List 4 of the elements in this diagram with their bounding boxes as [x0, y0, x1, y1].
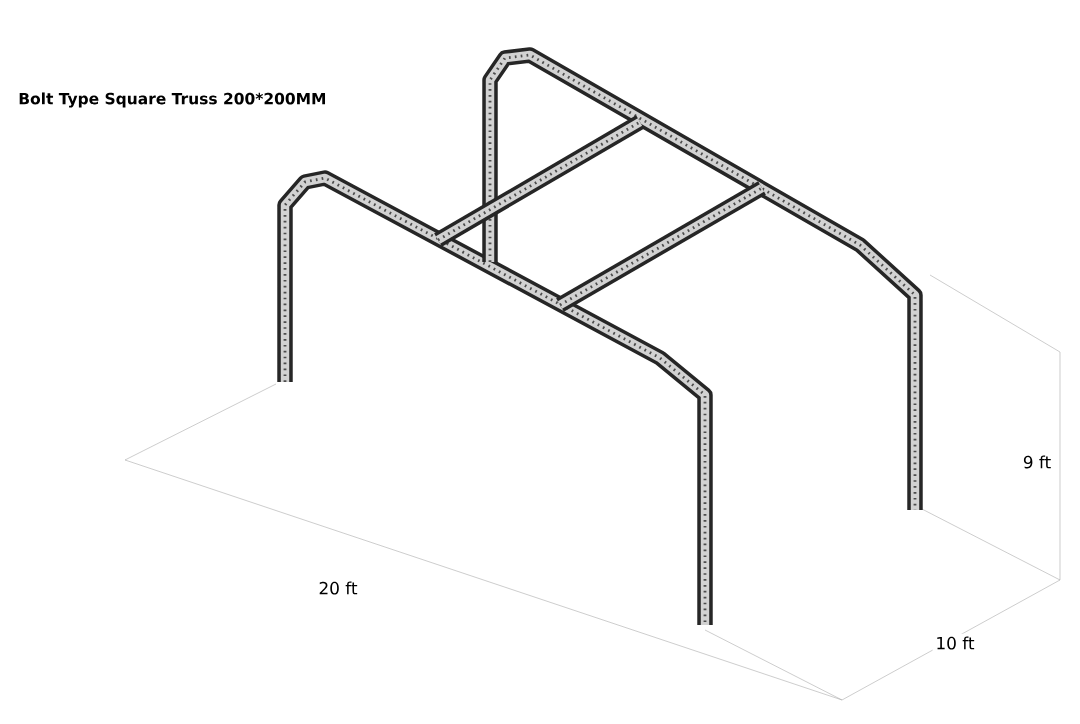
title: Bolt Type Square Truss 200*200MM	[19, 92, 325, 108]
dimension-label: 10 ft	[937, 636, 975, 650]
dimension-label: 9 ft	[1023, 455, 1051, 469]
dimension-label: 20 ft	[319, 581, 358, 595]
